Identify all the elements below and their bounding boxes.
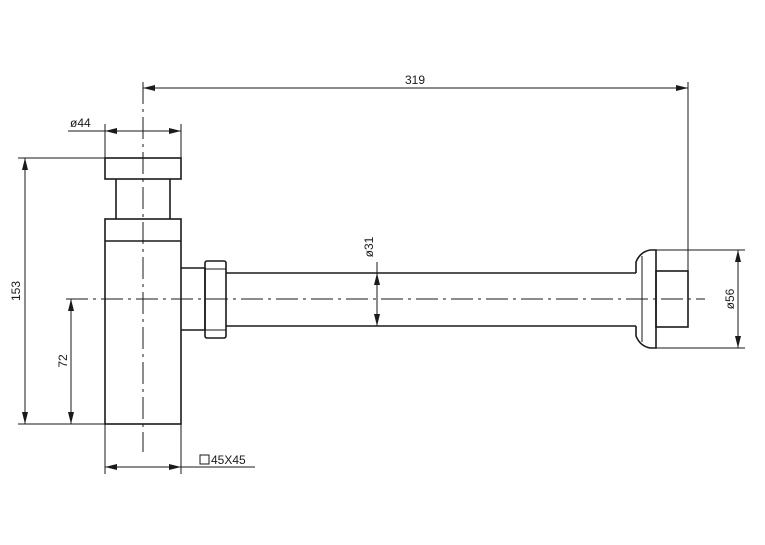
overall-height-label: 153	[9, 281, 23, 301]
outlet-height-label: 72	[56, 354, 70, 368]
arrow-left	[105, 128, 117, 134]
trap-neck	[115, 179, 171, 219]
dim-body-section: 45X45	[104, 424, 255, 474]
cap-diameter-label: ø44	[70, 116, 91, 130]
pipe-diameter-label: ø31	[362, 236, 376, 257]
flange-diameter-label: ø56	[723, 288, 737, 309]
arrow-right	[169, 464, 181, 470]
arrow-top	[68, 299, 74, 311]
dim-flange-diameter: ø56	[656, 249, 745, 349]
arrow-top	[374, 273, 380, 285]
arrow-right	[169, 128, 181, 134]
dim-pipe-diameter: ø31	[362, 236, 380, 326]
arrow-left	[143, 85, 155, 91]
square-section-icon	[199, 454, 210, 465]
arrow-right	[676, 85, 688, 91]
horizontal-pipe	[226, 272, 636, 327]
dim-overall-length: 319	[143, 73, 689, 271]
dim-overall-height: 153	[9, 157, 105, 425]
arrow-bottom	[374, 314, 380, 326]
dim-cap-diameter: ø44	[68, 116, 182, 158]
arrow-bottom	[735, 336, 741, 348]
arrow-bottom	[68, 412, 74, 424]
arrow-left	[105, 464, 117, 470]
body-section-label: 45X45	[211, 453, 246, 467]
dim-outlet-height: 72	[56, 299, 74, 424]
overall-length-label: 319	[405, 73, 425, 87]
arrow-top	[22, 158, 28, 170]
arrow-top	[735, 250, 741, 262]
arrow-bottom	[22, 412, 28, 424]
